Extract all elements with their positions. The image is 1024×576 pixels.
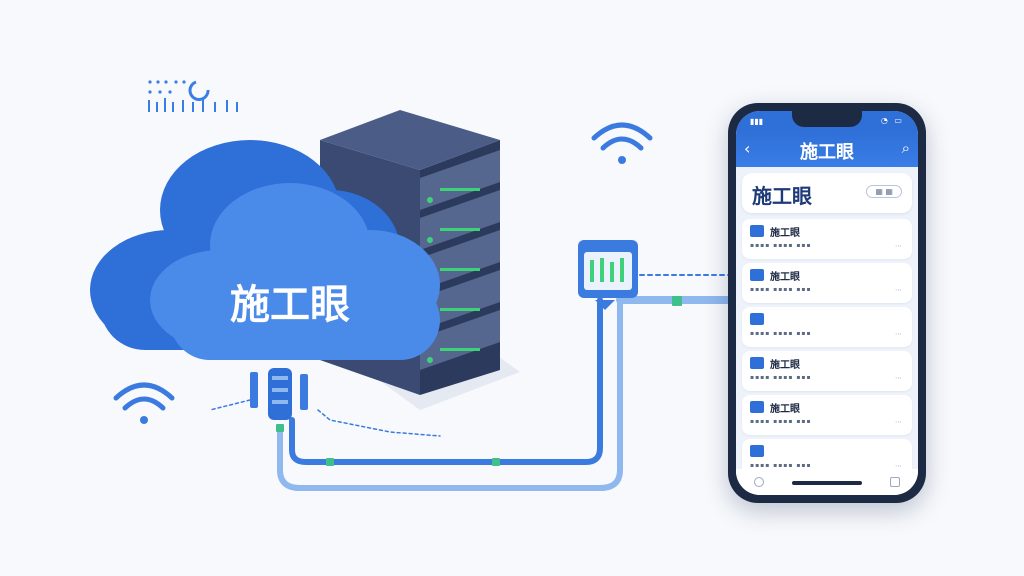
list-item-meta: ▪▪▪▪ ▪▪▪▪ ▪▪▪ — [750, 286, 812, 293]
project-icon — [750, 357, 764, 369]
cloud: 施工眼 — [90, 140, 440, 360]
network-switch — [578, 240, 638, 310]
list-item-meta: ▪▪▪▪ ▪▪▪▪ ▪▪▪ — [750, 330, 812, 337]
more-icon[interactable]: ⋯ — [895, 330, 902, 338]
wifi-icon — [591, 122, 653, 164]
cable-connectors — [276, 296, 682, 466]
app-title: 施工眼 — [800, 142, 854, 163]
project-list: 施工眼 ▪▪▪▪ ▪▪▪▪ ▪▪▪ ⋯ 施工眼 ▪▪▪▪ ▪▪▪▪ ▪▪▪ ⋯ … — [742, 219, 912, 483]
project-icon — [750, 225, 764, 237]
home-indicator — [792, 481, 862, 485]
list-item[interactable]: 施工眼 ▪▪▪▪ ▪▪▪▪ ▪▪▪ ⋯ — [742, 395, 912, 435]
network-cables — [209, 274, 734, 491]
project-icon — [750, 445, 764, 457]
phone-screen: ▮▮▮ ◔ ▭ ‹ 施工眼 ⌕ 施工眼 ▦ ▦ 施工眼 ▪▪▪▪ ▪▪▪▪ ▪▪… — [736, 111, 918, 495]
back-arrow-icon[interactable]: ‹ — [744, 139, 751, 158]
decorative-dots — [148, 80, 238, 112]
list-item[interactable]: ▪▪▪▪ ▪▪▪▪ ▪▪▪ ⋯ — [742, 307, 912, 347]
phone-notch — [792, 111, 862, 127]
list-item[interactable]: 施工眼 ▪▪▪▪ ▪▪▪▪ ▪▪▪ ⋯ — [742, 351, 912, 391]
project-icon — [750, 269, 764, 281]
list-item-meta: ▪▪▪▪ ▪▪▪▪ ▪▪▪ — [750, 462, 812, 469]
more-icon[interactable]: ⋯ — [895, 418, 902, 426]
cloud-label: 施工眼 — [230, 282, 350, 328]
list-item-title: 施工眼 — [770, 272, 800, 283]
storage-node — [250, 368, 308, 420]
wifi-icon — [113, 382, 175, 424]
app-bar: ‹ 施工眼 ⌕ — [736, 131, 918, 167]
more-icon[interactable]: ⋯ — [895, 286, 902, 294]
section-header: 施工眼 ▦ ▦ — [742, 173, 912, 213]
list-item[interactable]: 施工眼 ▪▪▪▪ ▪▪▪▪ ▪▪▪ ⋯ — [742, 219, 912, 259]
nav-menu-icon[interactable] — [890, 477, 900, 487]
section-title: 施工眼 — [752, 184, 812, 208]
list-item-meta: ▪▪▪▪ ▪▪▪▪ ▪▪▪ — [750, 242, 812, 249]
project-icon — [750, 313, 764, 325]
bottom-nav — [736, 469, 918, 495]
list-item-meta: ▪▪▪▪ ▪▪▪▪ ▪▪▪ — [750, 374, 812, 381]
more-icon[interactable]: ⋯ — [895, 374, 902, 382]
more-icon[interactable]: ⋯ — [895, 462, 902, 470]
list-item-meta: ▪▪▪▪ ▪▪▪▪ ▪▪▪ — [750, 418, 812, 425]
more-icon[interactable]: ⋯ — [895, 242, 902, 250]
smartphone: ▮▮▮ ◔ ▭ ‹ 施工眼 ⌕ 施工眼 ▦ ▦ 施工眼 ▪▪▪▪ ▪▪▪▪ ▪▪… — [728, 103, 926, 503]
nav-home-icon[interactable] — [754, 477, 764, 487]
filter-button[interactable]: ▦ ▦ — [866, 185, 902, 198]
list-item-title: 施工眼 — [770, 360, 800, 371]
signal-icon: ▮▮▮ — [750, 117, 764, 126]
list-item-title: 施工眼 — [770, 228, 800, 239]
list-item[interactable]: 施工眼 ▪▪▪▪ ▪▪▪▪ ▪▪▪ ⋯ — [742, 263, 912, 303]
project-icon — [750, 401, 764, 413]
list-item-title: 施工眼 — [770, 404, 800, 415]
battery-icon: ◔ ▭ — [880, 116, 904, 125]
search-icon[interactable]: ⌕ — [901, 139, 910, 157]
